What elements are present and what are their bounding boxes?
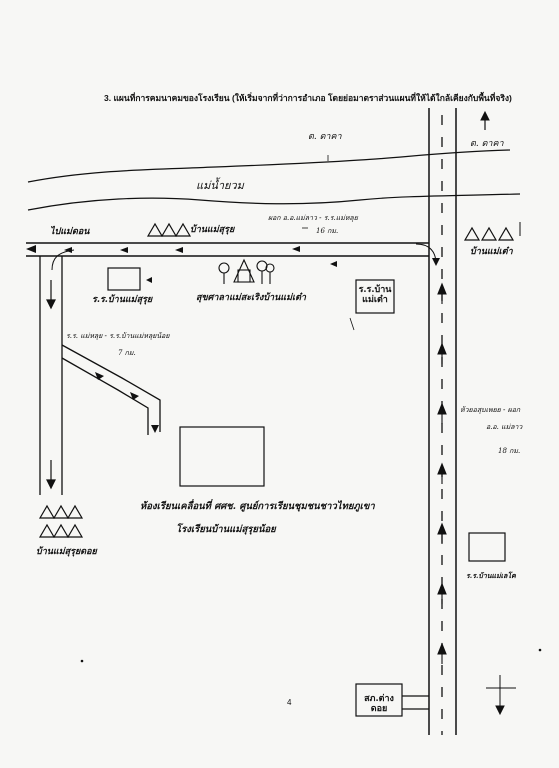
left-road-arrows (46, 280, 56, 490)
map-title: 3. แผนที่การคมนาคมของโรงเรียน (ให้เริ่มจ… (104, 93, 512, 103)
curve-arrow-left (51, 249, 75, 271)
right-route-km: 18 กม. (498, 447, 521, 455)
school-1-building (107, 267, 141, 291)
school-right-building (355, 279, 395, 314)
right-route-line2: อ.อ. แม่ลาว (486, 423, 523, 431)
north-arrow-top (480, 110, 490, 130)
road-arrows (26, 245, 337, 283)
school-right-label-line2: แม่เต๋า (362, 295, 388, 306)
village-top-label: บ้านแม่สุรุย (190, 225, 235, 235)
curve-arrow-right (415, 243, 437, 265)
police-label: สภ.ต่างดอย (364, 694, 394, 715)
main-road-arrows (437, 282, 447, 664)
river-label: แม่น้ำยวม (196, 179, 244, 192)
village-right-label: บ้านแม่เต๋า (470, 247, 513, 257)
branch-route-label: ร.ร. แม่หลุย - ร.ร.บ้านแม่หลุยน้อย (66, 332, 170, 340)
page-number: 4 (287, 698, 292, 707)
health-center-icon (218, 258, 275, 284)
village-triangles-bottom-left (38, 504, 84, 538)
branch-road-upper (61, 344, 161, 432)
right-route-line1: ห้วยอสุบเพยย - ผอก (460, 406, 521, 414)
village-bottom-left-label: บ้านแม่สุรุยดอย (36, 547, 97, 557)
village-triangles-right (463, 226, 515, 241)
school-right-label-line1: ร.ร.บ้าน (358, 285, 392, 295)
district-label-2: ต. ดาคา (470, 139, 504, 149)
compass-bottom (486, 675, 516, 716)
road-distance-top: ผอก อ.อ.แม่ลาว - ร.ร.แม่หลุย (268, 214, 358, 222)
main-school-label-line1: ห้องเรียนเคลื่อนที่ ศศช. ศูนย์การเรียนชุ… (140, 501, 375, 512)
school-right-bottom-building (468, 532, 506, 562)
road-km-top: 16 กม. (316, 227, 339, 235)
branch-road-arrows (95, 372, 159, 433)
police-building (355, 683, 403, 717)
main-school-building (179, 426, 265, 487)
school-1-label: ร.ร.บ้านแม่สุรุย (92, 295, 153, 305)
district-label-1: ต. ดาคา (308, 132, 342, 142)
health-center-label: สุขศาลาแม่สะเริงบ้านแม่เต๋า (196, 293, 306, 303)
village-triangles-top (146, 222, 192, 237)
branch-km-label: 7 กม. (118, 349, 136, 357)
school-right-label: ร.ร.บ้าน แม่เต๋า (356, 285, 394, 306)
left-road-destination: ไปแม่ดอน (50, 227, 90, 237)
river-bank-top (27, 149, 511, 183)
school-right-bottom-label: ร.ร.บ้านแม่เลโค (466, 571, 516, 580)
main-school-label-line2: โรงเรียนบ้านแม่สุรุยน้อย (176, 524, 276, 535)
river-bank-bottom (27, 193, 521, 211)
